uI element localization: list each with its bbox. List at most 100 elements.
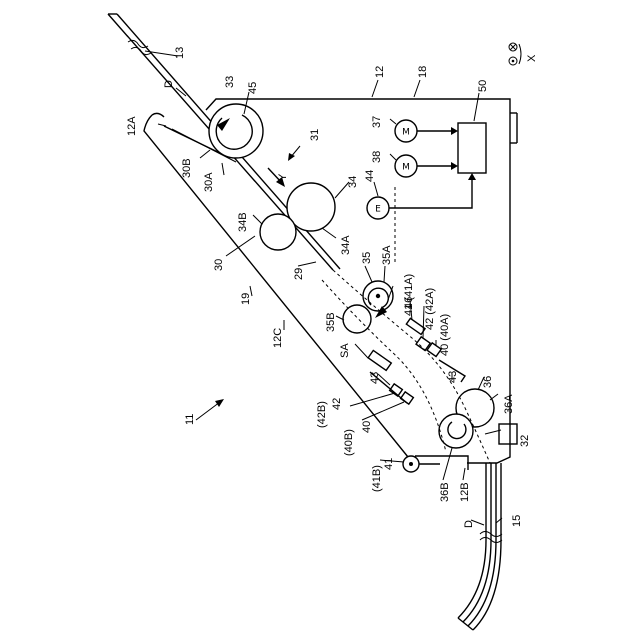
- leader-37: [390, 119, 396, 124]
- leader-34b: [253, 215, 262, 224]
- label-36a: 36A: [503, 394, 515, 414]
- leader-lines: [145, 51, 502, 525]
- label-41: 41: [383, 458, 395, 470]
- label-43-left: 43: [369, 372, 381, 384]
- motor-38-label: M: [402, 163, 410, 173]
- label-30b: 30B: [181, 158, 193, 178]
- label-37: 37: [371, 116, 383, 128]
- label-40-40a: 40 (40A): [439, 314, 451, 356]
- rollers: [209, 104, 494, 472]
- leader-35: [365, 266, 372, 282]
- drive-system: M M E: [367, 120, 486, 219]
- sensor-41a: [406, 318, 425, 334]
- leader-42b: [350, 393, 395, 406]
- label-34a: 34A: [340, 235, 352, 255]
- x-brace: [519, 44, 521, 64]
- leader-50: [474, 93, 479, 121]
- arrow-11-head: [215, 399, 224, 407]
- label-42b: (42B): [316, 401, 328, 428]
- leader-44: [374, 182, 378, 196]
- label-42: 42: [331, 398, 343, 410]
- leader-38: [390, 154, 396, 160]
- label-35a: 35A: [381, 245, 393, 265]
- label-33: 33: [224, 76, 236, 88]
- wire-motor-37-head: [451, 127, 458, 135]
- label-30a: 30A: [203, 172, 215, 192]
- label-18: 18: [417, 66, 429, 78]
- controller-50: [458, 123, 486, 173]
- roller-33: [209, 104, 263, 158]
- label-x: X: [526, 54, 538, 62]
- label-40: 40: [361, 421, 373, 433]
- leader-29: [298, 262, 316, 266]
- label-43-right: 43: [447, 371, 459, 383]
- label-15: 15: [511, 515, 523, 527]
- pivot-roller-axis: [409, 462, 413, 466]
- label-41b: (41B): [371, 465, 383, 492]
- label-45: 45: [247, 82, 259, 94]
- roller-35b: [343, 305, 371, 333]
- leader-30a: [222, 163, 224, 175]
- leader-12: [372, 80, 378, 97]
- label-12b: 12B: [459, 482, 471, 502]
- x-dot: [512, 60, 515, 63]
- output-line-4: [473, 463, 501, 630]
- leader-40b: [362, 402, 404, 420]
- reference-labels: 13 12 18 50 D 33 45 12A 31 37 38 30B 30A…: [126, 47, 538, 528]
- pivot-arm: [415, 456, 468, 470]
- foot-32: [499, 424, 517, 444]
- label-38: 38: [371, 151, 383, 163]
- leader-35a: [384, 266, 385, 282]
- leader-34a: [322, 228, 336, 238]
- label-d-bottom: D: [463, 520, 475, 528]
- label-40b: (40B): [343, 429, 355, 456]
- leader-30: [226, 236, 255, 256]
- label-50: 50: [477, 80, 489, 92]
- roller-34b: [260, 214, 296, 250]
- direction-symbol-x: [509, 43, 521, 65]
- label-34: 34: [347, 176, 359, 188]
- label-41-41a: 41 (41A): [403, 274, 415, 316]
- arrow-31-head: [288, 153, 295, 161]
- leader-arrow-31: [288, 146, 300, 161]
- roller-35-axis: [376, 294, 380, 298]
- label-19: 19: [240, 293, 252, 305]
- wire-encoder: [389, 176, 472, 208]
- label-d-top: D: [163, 80, 175, 88]
- label-sa: SA: [339, 343, 351, 358]
- foot-block: [499, 424, 517, 444]
- leader-12a: [158, 124, 166, 126]
- label-31: 31: [309, 129, 321, 141]
- label-36b: 36B: [439, 482, 451, 502]
- label-36: 36: [482, 376, 494, 388]
- leader-36b: [443, 448, 452, 480]
- leader-18: [414, 80, 420, 97]
- label-30: 30: [213, 259, 225, 271]
- label-13: 13: [174, 47, 186, 59]
- label-42-42a: 42 (42A): [424, 288, 436, 330]
- label-12a: 12A: [126, 116, 138, 136]
- label-35b: 35B: [325, 312, 337, 332]
- wire-encoder-head: [468, 173, 476, 180]
- label-y: Y: [277, 173, 289, 181]
- label-34b: 34B: [237, 212, 249, 232]
- label-12: 12: [374, 66, 386, 78]
- label-29: 29: [293, 268, 305, 280]
- label-44: 44: [364, 170, 376, 182]
- motor-37-label: M: [402, 128, 410, 138]
- leader-sa: [355, 344, 368, 358]
- label-32: 32: [519, 435, 531, 447]
- label-35: 35: [361, 252, 373, 264]
- wire-motor-38-head: [451, 162, 458, 170]
- tray-lip: [152, 113, 164, 117]
- label-12c: 12C: [272, 328, 284, 348]
- leader-12b: [463, 468, 465, 480]
- sensor-sa-block: [368, 350, 391, 370]
- label-11: 11: [184, 414, 196, 425]
- leader-arrow-11: [196, 399, 224, 420]
- arrow-11-shaft: [196, 402, 220, 420]
- leader-30b: [200, 150, 210, 158]
- encoder-44-label: E: [375, 205, 381, 215]
